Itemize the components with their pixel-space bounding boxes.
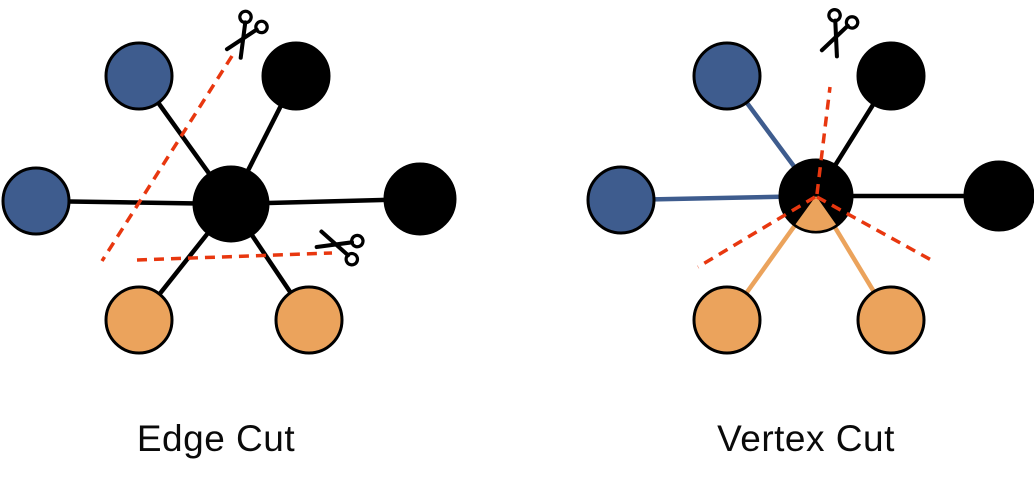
scissors-icon [224, 9, 269, 60]
graph-node-center [192, 165, 270, 243]
graph-node-blue [692, 41, 762, 111]
scissors-icon [819, 8, 860, 59]
graph-node-orange_fix [274, 285, 344, 355]
graph-node-orange_fix [104, 285, 174, 355]
graph-node-black [963, 160, 1034, 232]
cut-line [816, 195, 934, 263]
graph-node-black [261, 41, 331, 111]
diagram-canvas [1, 8, 1034, 355]
diagram-edge-cut [1, 9, 457, 355]
graph-node-blue [586, 165, 656, 235]
edge-cut-label: Edge Cut [136, 418, 296, 459]
vertex-cut-label: Vertex Cut [717, 418, 895, 459]
graph-node-orange_fix [692, 285, 762, 355]
scissors-icon [314, 229, 365, 267]
cut-line [815, 86, 832, 195]
graph-node-black [856, 41, 926, 111]
graph-node-blue [1, 166, 71, 236]
diagram-vertex-cut [586, 8, 1034, 355]
cut-line [100, 55, 234, 262]
cut-line [136, 251, 333, 262]
cut-line [697, 195, 816, 269]
graph-node-orange_fix [856, 285, 926, 355]
graph-node-blue [104, 41, 174, 111]
vertex-split-wedge [795, 196, 836, 231]
graph-node-black [383, 162, 457, 236]
